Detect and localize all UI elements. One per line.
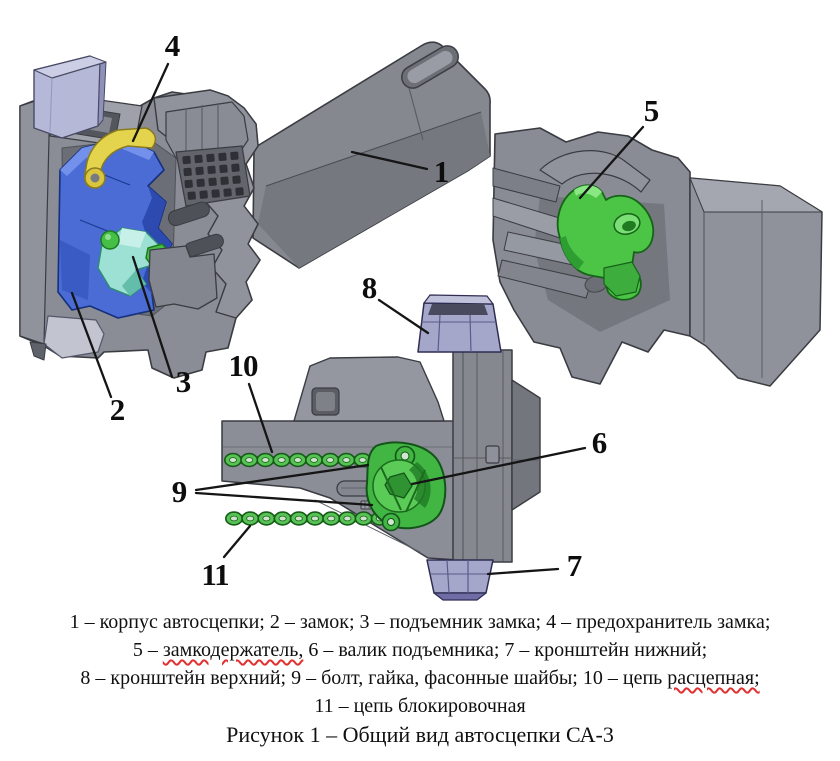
figure-title: Рисунок 1 – Общий вид автосцепки СА-3 — [226, 722, 614, 747]
lock-fuse-part — [83, 127, 157, 189]
callout-5: 5 — [643, 93, 659, 128]
coupler-shank — [252, 41, 491, 269]
top-lug — [33, 55, 107, 139]
lower-bracket-part — [426, 559, 494, 601]
lattice-grate — [175, 145, 251, 207]
caption-line-4: 11 – цепь блокировочная — [314, 695, 526, 717]
callout-1: 1 — [433, 154, 449, 189]
lifter-shaft-part — [365, 441, 447, 532]
caption-line-3: 8 – кронштейн верхний; 9 – болт, гайка, … — [0, 664, 840, 692]
callout-4: 4 — [164, 28, 180, 63]
head-cutaway-view — [19, 41, 491, 379]
callout-6: 6 — [591, 425, 607, 460]
misspelled-word: расцепная; — [667, 667, 760, 689]
lock-holder-view — [492, 127, 823, 387]
caption-line-2-prefix: 5 – — [132, 639, 163, 661]
caption-line-1: 1 – корпус автосцепки; 2 – замок; 3 – по… — [69, 611, 771, 633]
caption-line-2-rest: 6 – валик подъемника; 7 – кронштейн нижн… — [303, 639, 708, 661]
callout-10: 10 — [228, 348, 259, 383]
callout-7: 7 — [566, 548, 582, 583]
lifter-pin — [100, 230, 120, 250]
caption-line-2: 5 – замкодержатель, 6 – валик подъемника… — [0, 636, 840, 664]
callout-3: 3 — [175, 364, 191, 399]
side-view-with-chains — [221, 294, 541, 601]
caption-line-3-prefix: 8 – кронштейн верхний; 9 – болт, гайка, … — [80, 667, 668, 689]
lock-holder-part — [556, 184, 655, 301]
leader-lines — [70, 62, 645, 576]
callout-2: 2 — [109, 392, 125, 427]
callout-11: 11 — [201, 557, 229, 592]
upper-bracket-part — [417, 294, 502, 353]
figure-caption-block: 1 – корпус автосцепки; 2 – замок; 3 – по… — [0, 608, 840, 750]
callout-9: 9 — [171, 474, 187, 509]
callout-8: 8 — [361, 270, 377, 305]
misspelled-word: замкодержатель, — [162, 639, 304, 661]
